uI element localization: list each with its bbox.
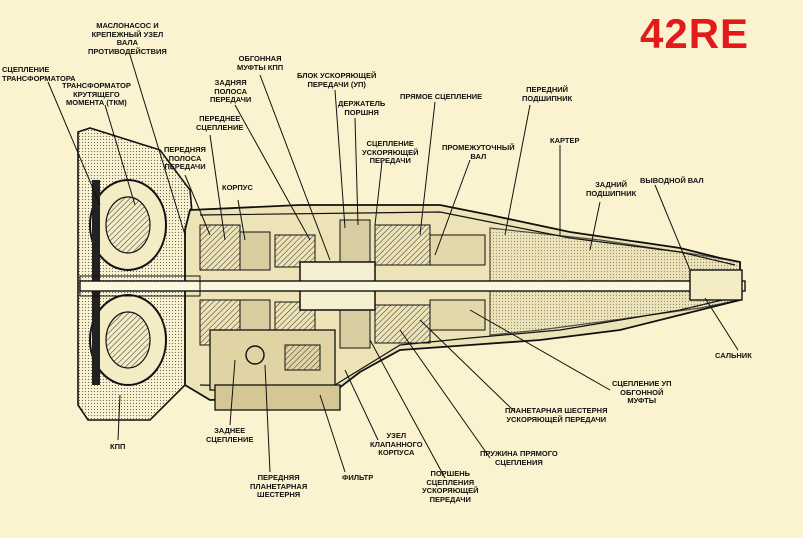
label-transmission: КПП bbox=[110, 442, 126, 451]
label-od-planetary: ПЛАНЕТАРНАЯ ШЕСТЕРНЯ УСКОРЯЮЩЕЙ ПЕРЕДАЧИ bbox=[505, 406, 608, 424]
main-shaft bbox=[79, 280, 746, 292]
label-valve-body: УЗЕЛ КЛАПАННОГО КОРПУСА bbox=[370, 431, 423, 458]
label-od-overrunning-clutch: СЦЕПЛЕНИЕ УП ОБГОННОЙ МУФТЫ bbox=[612, 379, 672, 406]
label-overdrive-unit: БЛОК УСКОРЯЮЩЕЙ ПЕРЕДАЧИ (УП) bbox=[297, 71, 377, 89]
label-case: КАРТЕР bbox=[550, 136, 580, 145]
label-rear-band: ЗАДНЯЯ ПОЛОСА ПЕРЕДАЧИ bbox=[210, 78, 252, 105]
label-front-planetary: ПЕРЕДНЯЯ ПЛАНЕТАРНАЯ ШЕСТЕРНЯ bbox=[250, 473, 308, 500]
leader-lines bbox=[47, 54, 739, 479]
label-output-shaft: ВЫВОДНОЙ ВАЛ bbox=[640, 176, 704, 185]
label-housing: КОРПУС bbox=[222, 183, 253, 192]
valve-body-and-pan bbox=[209, 329, 341, 411]
label-intermediate-shaft: ПРОМЕЖУТОЧНЫЙ ВАЛ bbox=[442, 143, 515, 161]
label-front-bearing: ПЕРЕДНИЙ ПОДШИПНИК bbox=[522, 85, 573, 103]
label-od-piston: ПОРШЕНЬ СЦЕПЛЕНИЯ УСКОРЯЮЩЕЙ ПЕРЕДАЧИ bbox=[422, 469, 479, 504]
label-front-clutch: ПЕРЕДНЕЕ СЦЕПЛЕНИЕ bbox=[196, 114, 244, 132]
label-piston-retainer: ДЕРЖАТЕЛЬ ПОРШНЯ bbox=[338, 99, 386, 117]
label-rear-bearing: ЗАДНИЙ ПОДШИПНИК bbox=[586, 180, 637, 198]
label-overdrive-clutch: СЦЕПЛЕНИЕ УСКОРЯЮЩЕЙ ПЕРЕДАЧИ bbox=[362, 139, 419, 166]
label-oil-pump: МАСЛОНАСОС И КРЕПЕЖНЫЙ УЗЕЛ ВАЛА ПРОТИВО… bbox=[88, 21, 167, 56]
label-rear-clutch: ЗАДНЕЕ СЦЕПЛЕНИЕ bbox=[206, 426, 254, 444]
output-shaft-end bbox=[689, 269, 743, 301]
label-seal: САЛЬНИК bbox=[715, 351, 752, 360]
label-torque-converter-clutch: СЦЕПЛЕНИЕ ТРАНСФОРМАТОРА bbox=[2, 65, 76, 83]
label-direct-clutch: ПРЯМОЕ СЦЕПЛЕНИЕ bbox=[400, 92, 483, 101]
label-overrunning-clutch: ОБГОННАЯ МУФТЫ КПП bbox=[237, 54, 284, 72]
label-front-band: ПЕРЕДНЯЯ ПОЛОСА ПЕРЕДАЧИ bbox=[164, 145, 206, 172]
label-torque-converter: ТРАНСФОРМАТОР КРУТЯЩЕГО МОМЕНТА (ТКМ) bbox=[62, 81, 131, 108]
label-direct-clutch-spring: ПРУЖИНА ПРЯМОГО СЦЕПЛЕНИЯ bbox=[480, 449, 558, 467]
model-title: 42RE bbox=[640, 10, 750, 57]
label-filter: ФИЛЬТР bbox=[342, 473, 374, 482]
